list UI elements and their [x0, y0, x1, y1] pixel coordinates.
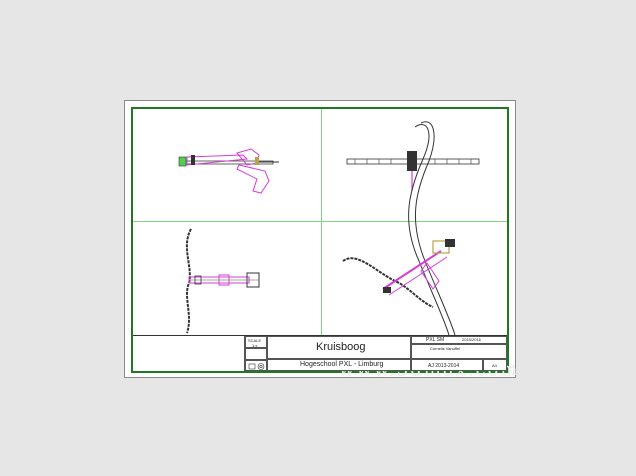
sheet-format: A4 — [492, 363, 497, 368]
format-cell: A4 — [483, 359, 507, 371]
drawing-title: Kruisboog — [316, 341, 366, 353]
projection-symbol-cell — [245, 360, 267, 371]
drawing-date: 2015/2016 — [462, 337, 481, 342]
top-view — [186, 228, 260, 334]
scale-value: 1:x — [252, 343, 258, 348]
title-block-border — [133, 335, 507, 336]
side-view — [178, 148, 279, 194]
title-cell: Kruisboog — [267, 336, 411, 359]
author-cell: Cornelis Vanuffel — [411, 344, 507, 359]
drawing-frame: 云南网www.3dmax.com SCALE 1:x Kruisboog Hog… — [131, 107, 517, 380]
school-name: Hogeschool PXL - Limburg — [300, 361, 384, 368]
isometric-view — [342, 121, 480, 335]
academic-year-cell: AJ 2013-2014 — [411, 359, 483, 371]
sheet-ref: PXL SM — [426, 337, 445, 343]
view-divider-vertical — [321, 109, 322, 335]
projection-symbol-icon — [248, 363, 265, 370]
title-block-empty — [133, 336, 245, 371]
view-divider-horizontal — [133, 221, 507, 222]
school-cell: Hogeschool PXL - Limburg — [267, 359, 411, 371]
sheet-ref-cell: PXL SM 2015/2016 — [411, 336, 507, 344]
scale-label: SCALE — [248, 338, 262, 343]
scale-cell: SCALE 1:x — [245, 336, 267, 348]
academic-year: AJ 2013-2014 — [428, 363, 460, 369]
projection-cell — [245, 348, 267, 360]
drawing-sheet: 云南网www.3dmax.com SCALE 1:x Kruisboog Hog… — [124, 100, 517, 380]
author-name: Cornelis Vanuffel — [430, 346, 461, 351]
